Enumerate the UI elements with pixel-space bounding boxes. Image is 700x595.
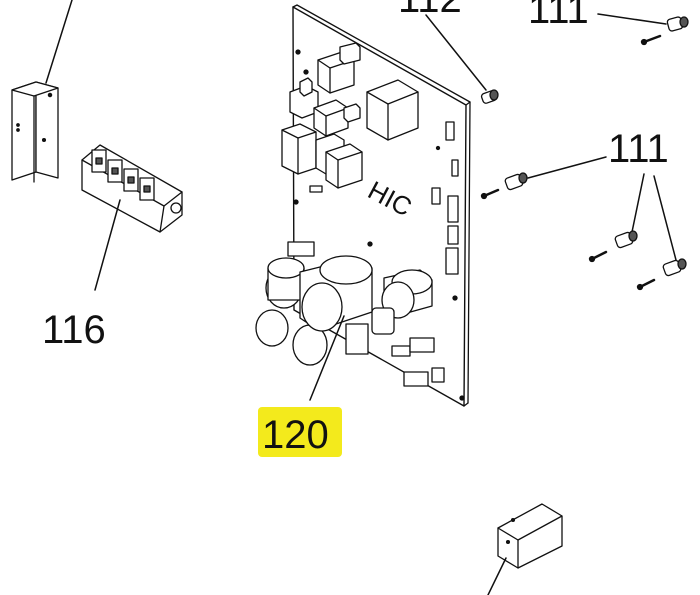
label-120: 120 — [262, 413, 329, 457]
highlight-120 — [258, 407, 342, 457]
pcb-board — [255, 4, 471, 407]
left-block-part — [11, 0, 73, 183]
screw-set-111-top — [597, 13, 689, 46]
standoff-112 — [425, 14, 499, 104]
label-112: 112 — [398, 0, 462, 21]
label-111-right: 111 — [608, 127, 669, 171]
bottom-block-part — [487, 503, 563, 595]
screw-set-111-right — [480, 156, 687, 291]
label-111-top: 111 — [528, 0, 589, 32]
terminal-block-116 — [81, 144, 183, 291]
label-116: 116 — [42, 308, 106, 352]
